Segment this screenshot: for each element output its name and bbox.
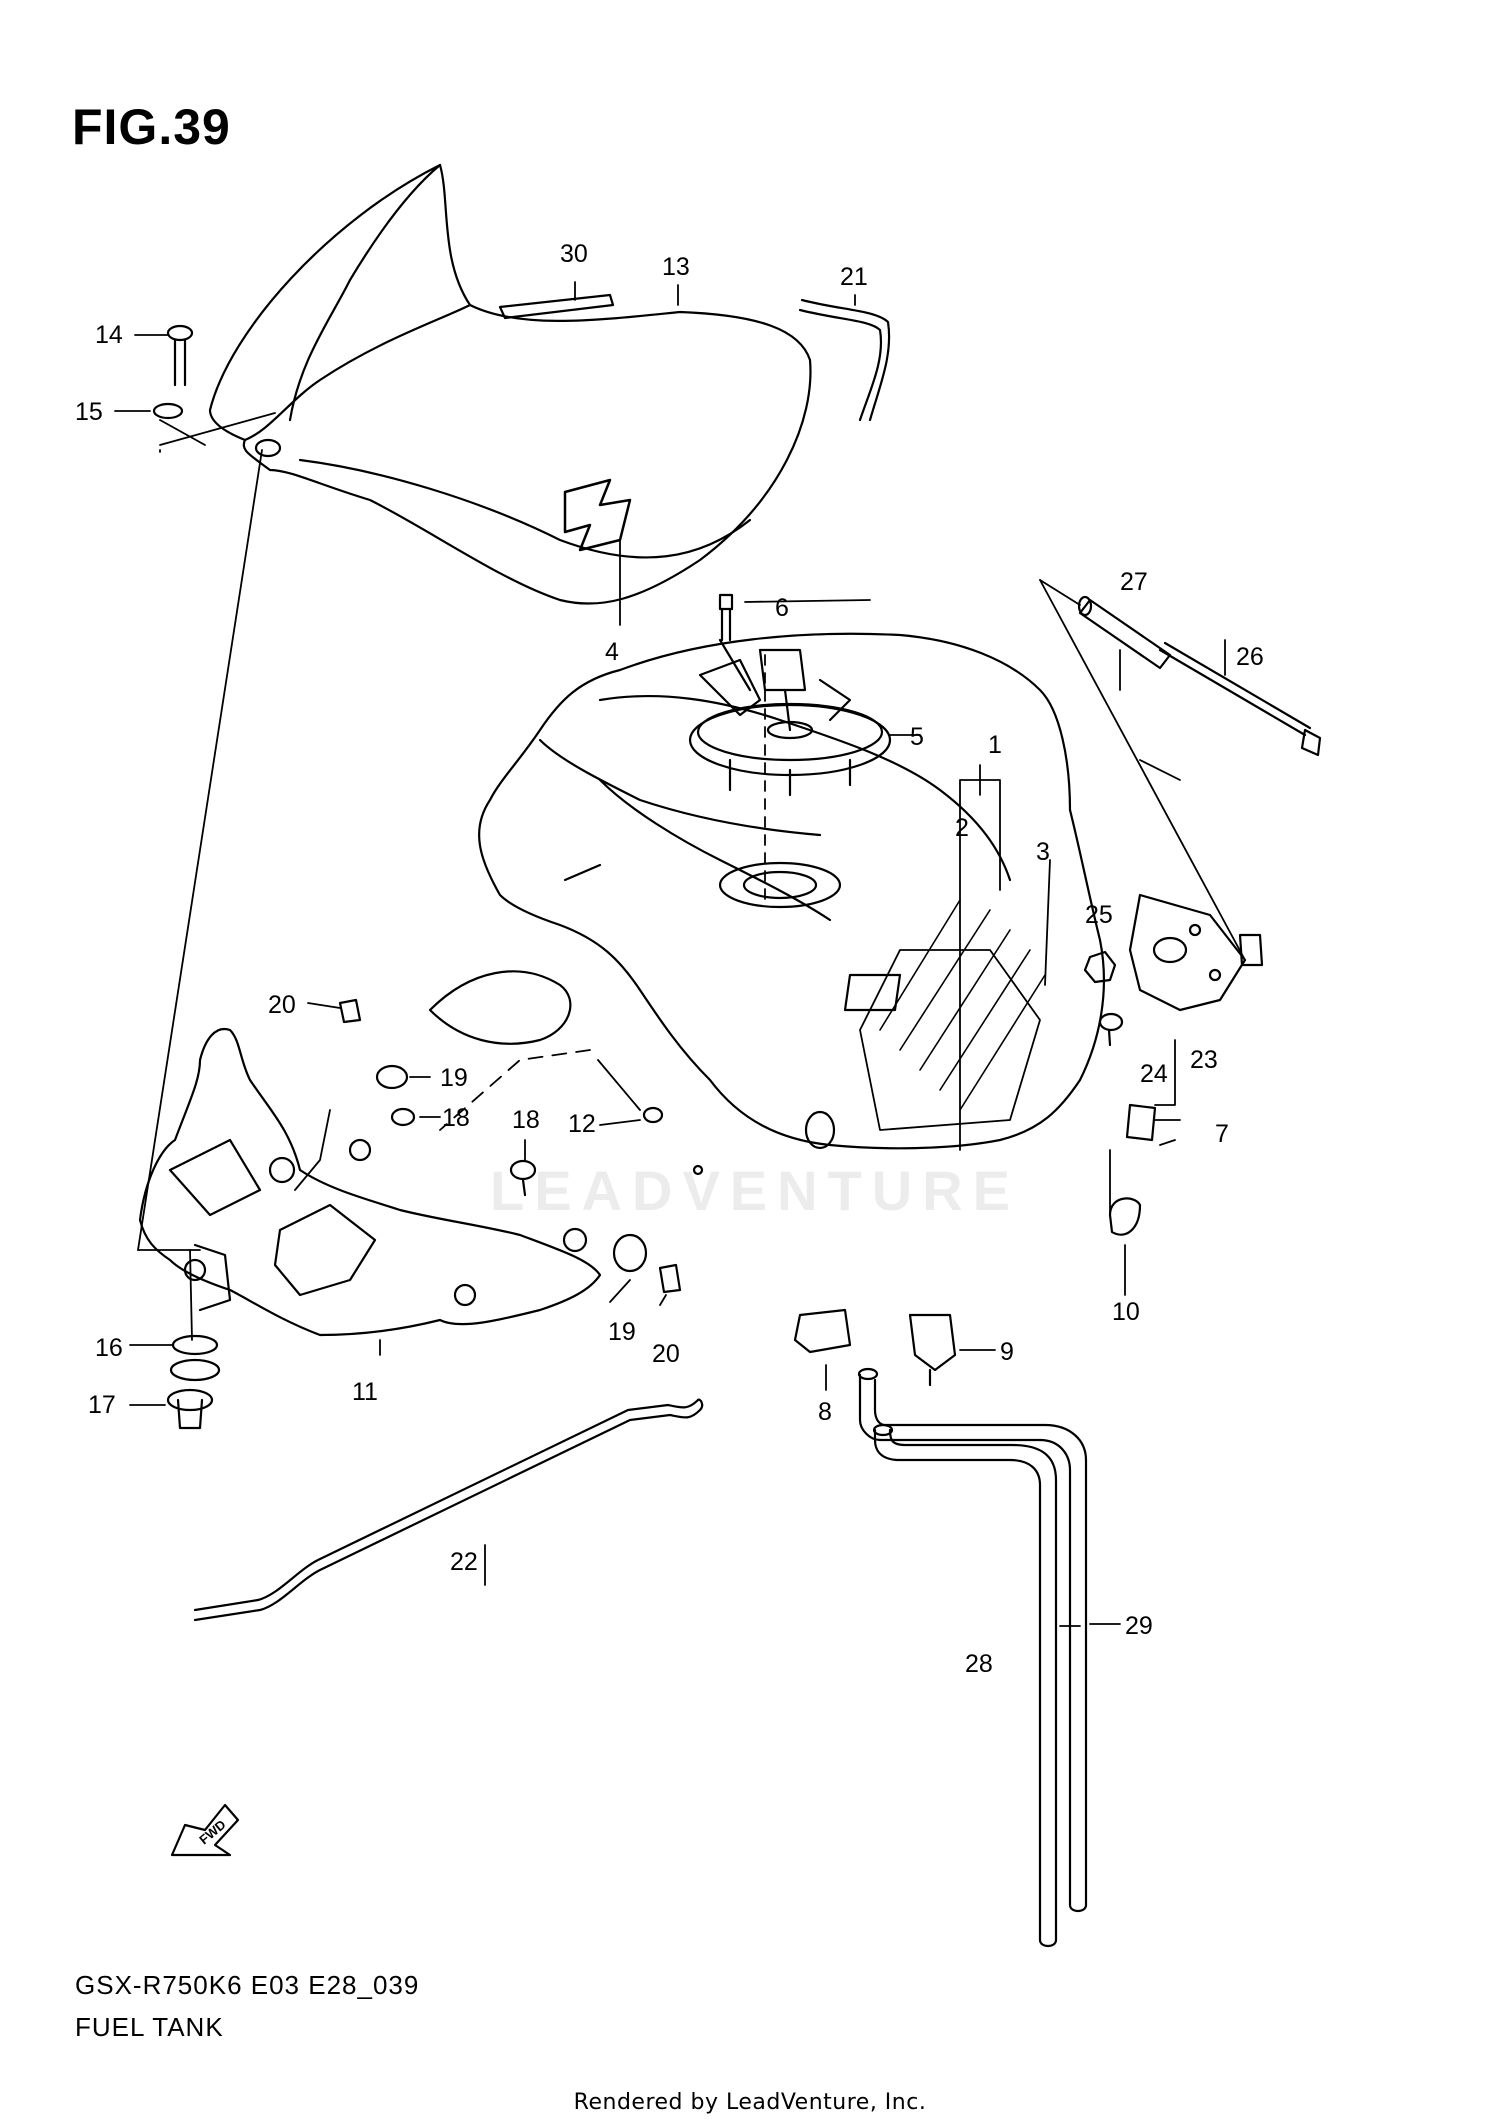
- watermark: LEADVENTURE: [490, 1159, 1021, 1222]
- callout-26: 26: [1236, 643, 1264, 671]
- callout-13: 13: [662, 253, 690, 281]
- callout-4: 4: [605, 638, 619, 666]
- callout-29: 29: [1125, 1612, 1153, 1640]
- callout-23: 23: [1190, 1046, 1218, 1074]
- leader-lines: [114, 281, 1246, 1627]
- callout-6: 6: [775, 594, 789, 622]
- callout-30: 30: [560, 240, 588, 268]
- callout-5: 5: [910, 723, 924, 751]
- callout-7: 7: [1215, 1120, 1229, 1148]
- callout-20-a: 20: [268, 991, 296, 1019]
- fuel-tank: [428, 632, 1105, 1176]
- callout-12: 12: [568, 1110, 596, 1138]
- callout-14: 14: [95, 321, 123, 349]
- small-parts: [152, 293, 1157, 1430]
- callout-numbers: 1 2 3 4 5 6 7 8 9 10 11 12 13 14 15 16 1…: [75, 240, 1264, 1678]
- callout-3: 3: [1036, 838, 1050, 866]
- callout-19-b: 19: [608, 1318, 636, 1346]
- callout-10: 10: [1112, 1298, 1140, 1326]
- callout-21: 21: [840, 263, 868, 291]
- callout-8: 8: [818, 1398, 832, 1426]
- callout-2: 2: [955, 814, 969, 842]
- footer-credit: Rendered by LeadVenture, Inc.: [573, 2090, 927, 2115]
- spacer-part-27: [1077, 595, 1172, 670]
- model-code: GSX-R750K6 E03 E28_039: [75, 1970, 420, 2000]
- rear-mount-plate: [1128, 893, 1264, 1012]
- fuel-cap: [688, 638, 892, 797]
- callout-24: 24: [1140, 1060, 1168, 1088]
- forward-arrow-icon: FWD: [170, 1803, 240, 1857]
- callout-17: 17: [88, 1391, 116, 1419]
- callout-27: 27: [1120, 568, 1148, 596]
- cap-bolt-part-6: [718, 593, 734, 642]
- tank-bracket: [138, 1027, 602, 1337]
- callout-9: 9: [1000, 1338, 1014, 1366]
- long-bolt-part-26: [1158, 641, 1322, 757]
- callout-11: 11: [352, 1378, 378, 1406]
- tank-cover: [208, 163, 812, 605]
- callout-19-a: 19: [440, 1064, 468, 1092]
- section-name: FUEL TANK: [75, 2012, 224, 2042]
- breather-hoses: [193, 1367, 1088, 1948]
- callout-18-b: 18: [512, 1106, 540, 1134]
- callout-22: 22: [450, 1548, 478, 1576]
- callout-1: 1: [988, 731, 1002, 759]
- callout-15: 15: [75, 398, 103, 426]
- callout-16: 16: [95, 1334, 123, 1362]
- callout-25: 25: [1085, 901, 1113, 929]
- callout-20-b: 20: [652, 1340, 680, 1368]
- callout-18-a: 18: [442, 1104, 470, 1132]
- figure-title: FIG.39: [72, 99, 231, 155]
- callout-28: 28: [965, 1650, 993, 1678]
